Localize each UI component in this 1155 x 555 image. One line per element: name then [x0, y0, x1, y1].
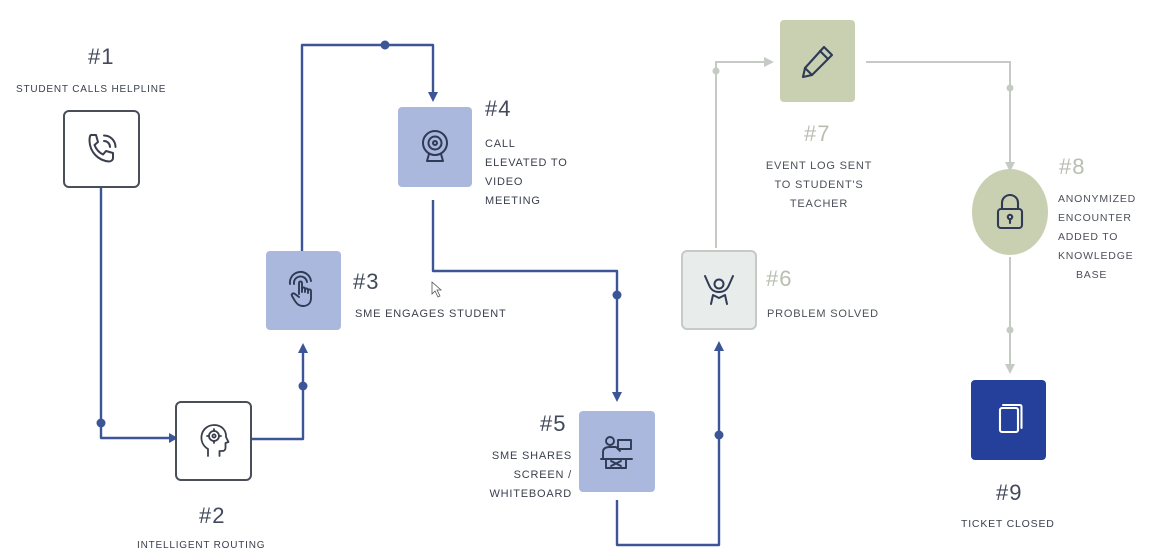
- pencil-icon: [801, 45, 833, 79]
- step-7-label-line: TO STUDENT'S: [774, 179, 864, 191]
- step-1-number: #1: [88, 44, 115, 69]
- connector-5-to-6: [615, 345, 721, 547]
- step-5-number: #5: [540, 411, 567, 436]
- step-7-number: #7: [804, 121, 831, 146]
- step-4-number: #4: [485, 96, 512, 121]
- step-7-label-line: EVENT LOG SENT: [765, 160, 873, 172]
- step-9-label: TICKET CLOSED: [961, 518, 1055, 530]
- padlock-icon: [996, 193, 1024, 230]
- step-4-label-line: MEETING: [485, 195, 541, 207]
- step-3-number: #3: [353, 269, 380, 294]
- step-4-box: [398, 107, 472, 187]
- step-3-box: [266, 251, 341, 330]
- step-4-label-line: VIDEO: [485, 176, 524, 188]
- step-2-box: [175, 401, 252, 481]
- step-4-label-line: ELEVATED TO: [485, 157, 568, 169]
- step-8-label-line: ENCOUNTER: [1058, 212, 1132, 224]
- connector-4-to-5: [431, 200, 619, 398]
- step-5-label-line: WHITEBOARD: [489, 488, 572, 500]
- connector-arrowheads: [169, 92, 724, 443]
- step-9-box: [971, 380, 1046, 460]
- step-2-label: INTELLIGENT ROUTING: [137, 540, 266, 551]
- step-9-number: #9: [996, 480, 1023, 505]
- step-1-box: [63, 110, 140, 188]
- connector-6-to-7: [715, 61, 770, 248]
- step-7-box: [780, 20, 855, 102]
- phone-ringing-icon: [88, 134, 116, 163]
- step-8-number: #8: [1059, 154, 1086, 179]
- step-8-box: [972, 169, 1048, 255]
- connector-7-to-8: [866, 61, 1011, 168]
- step-5-label-line: SCREEN /: [513, 469, 572, 481]
- webcam-icon: [422, 130, 448, 162]
- step-5-label-line: SME SHARES: [491, 450, 572, 462]
- step-4-label-line: CALL: [485, 138, 516, 150]
- celebrating-person-icon: [704, 275, 734, 305]
- pointing-hand-icon: [288, 270, 312, 307]
- step-6-number: #6: [766, 266, 793, 291]
- step-4-label: CALL ELEVATED TO VIDEO MEETING: [485, 135, 568, 211]
- connector-2-to-3: [252, 347, 305, 441]
- head-brain-icon: [200, 424, 229, 457]
- step-8-label-line: ADDED TO: [1058, 231, 1119, 243]
- presenter-whiteboard-icon: [600, 435, 633, 469]
- step-8-label: ANONYMIZED ENCOUNTER ADDED TO KNOWLEDGE …: [1058, 190, 1136, 285]
- step-8-label-line: ANONYMIZED: [1058, 193, 1137, 205]
- step-7-label-line: TEACHER: [789, 198, 849, 210]
- step-6-box: [681, 250, 757, 330]
- step-8-label-line: KNOWLEDGE: [1058, 250, 1134, 262]
- step-1-label: STUDENT CALLS HELPLINE: [16, 84, 167, 95]
- connector-1-to-2: [99, 188, 175, 440]
- step-6-label: PROBLEM SOLVED: [767, 308, 879, 320]
- step-5-label: SME SHARES SCREEN / WHITEBOARD: [476, 447, 572, 504]
- step-5-box: [579, 411, 655, 492]
- document-icon: [998, 403, 1023, 434]
- connector-3-to-4: [300, 43, 435, 255]
- step-3-label: SME ENGAGES STUDENT: [355, 308, 507, 320]
- step-8-label-line: BASE: [1076, 269, 1108, 281]
- connector-dots: [96, 40, 724, 440]
- step-7-label: EVENT LOG SENT TO STUDENT'S TEACHER: [755, 157, 883, 214]
- step-2-number: #2: [199, 503, 226, 528]
- cursor-icon: [431, 281, 443, 298]
